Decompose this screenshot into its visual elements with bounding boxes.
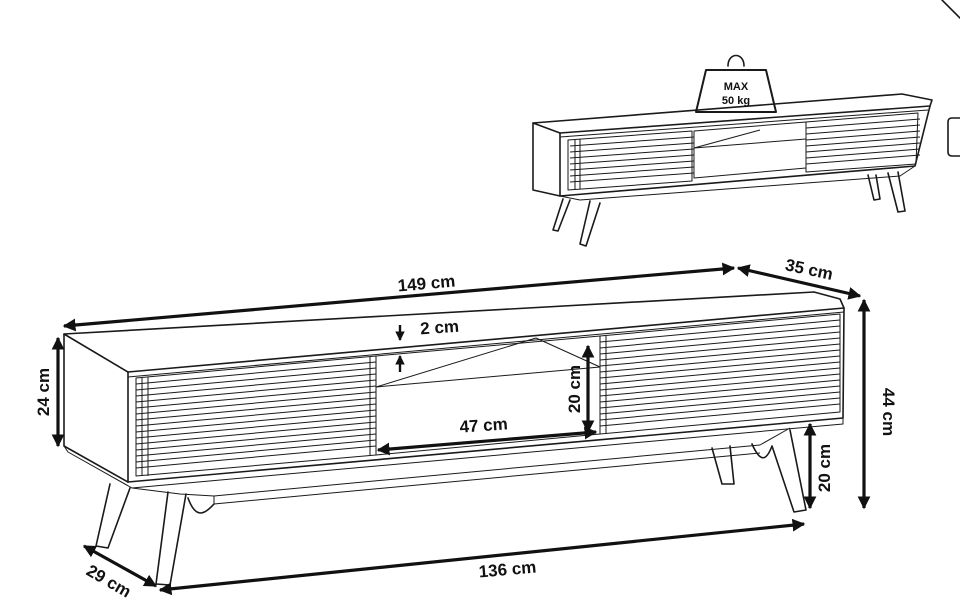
left-slatted-door — [135, 355, 377, 477]
large-stand-view: 149 cm 35 cm 2 cm 20 cm 47 cm 24 cm 44 c… — [34, 255, 898, 601]
small-left-door — [567, 130, 695, 191]
weight-icon-line2: 50 kg — [722, 95, 750, 107]
dim-opening-height: 20 cm — [565, 365, 584, 413]
dim-shelf-gap: 2 cm — [420, 317, 460, 339]
dim-leg-span-width: 136 cm — [478, 558, 537, 582]
max-weight-icon: MAX 50 kg — [695, 54, 777, 113]
right-slatted-door — [599, 313, 841, 435]
dim-opening-width: 47 cm — [459, 414, 508, 436]
weight-icon-line1: MAX — [724, 81, 749, 93]
dim-body-height: 24 cm — [34, 368, 53, 416]
dim-width-total: 149 cm — [397, 272, 456, 296]
dim-leg-height: 20 cm — [815, 444, 834, 492]
small-stand-view: MAX 50 kg — [532, 0, 960, 247]
dim-total-height: 44 cm — [879, 388, 898, 436]
dim-leg-span-depth: 29 cm — [83, 561, 134, 602]
small-right-door — [805, 112, 921, 173]
